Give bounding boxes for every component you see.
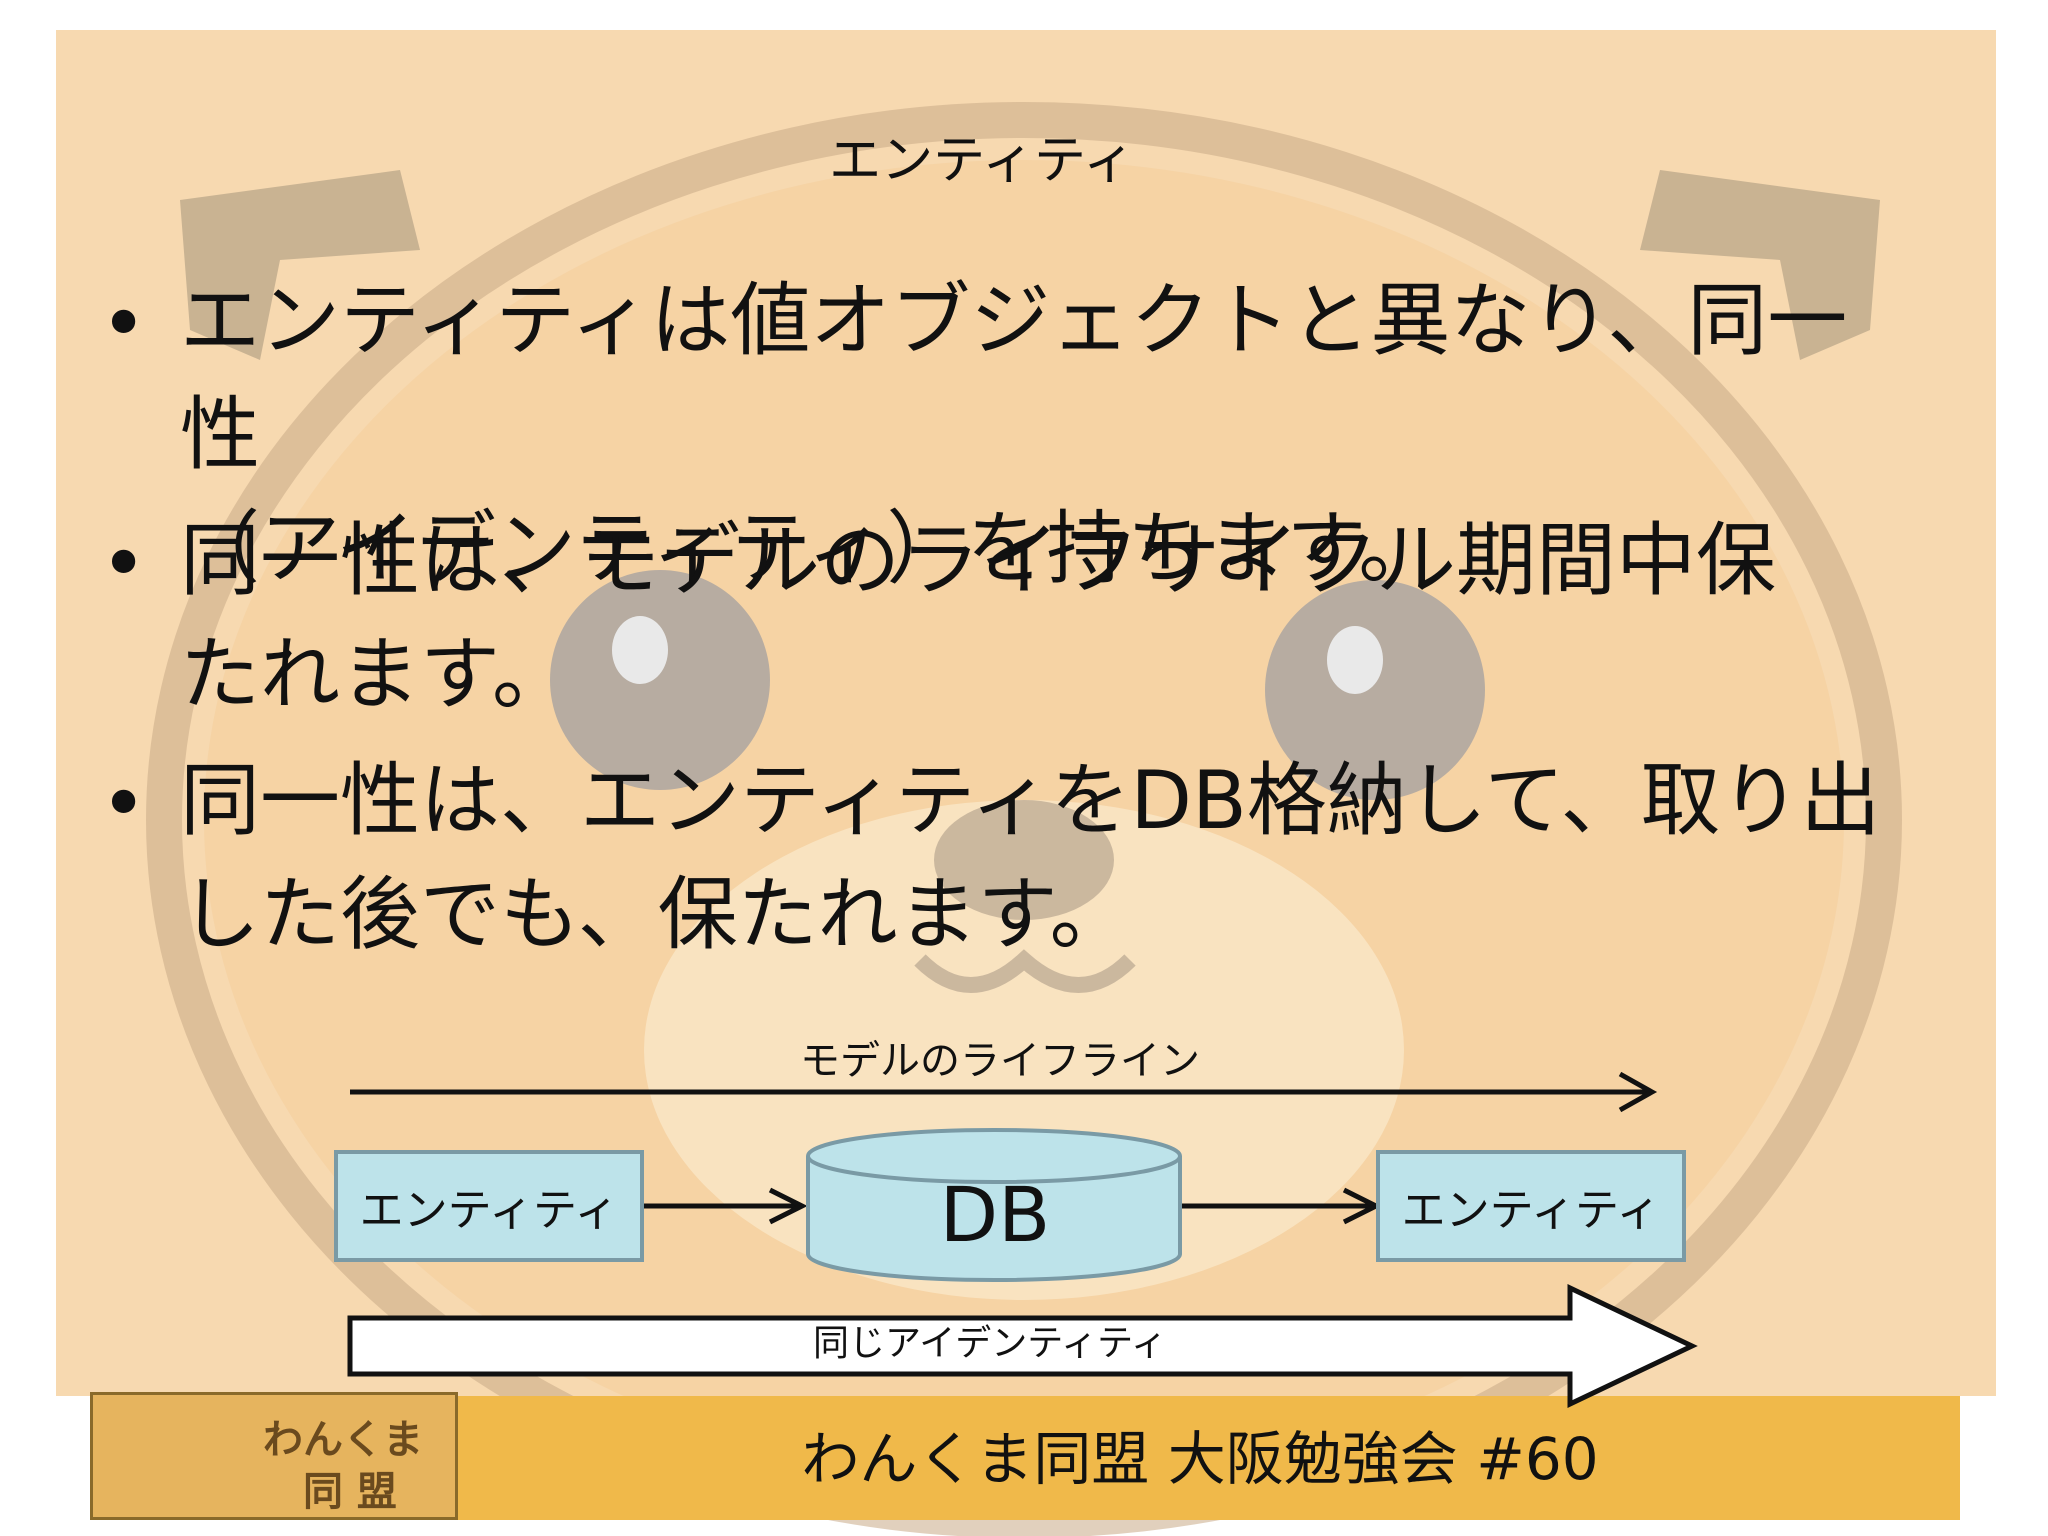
right-ear-shape <box>1640 170 1880 360</box>
logo-text-line2: 同 盟 <box>303 1469 397 1515</box>
identity-label: 同じアイデンティティ <box>813 1323 1167 1364</box>
db-cylinder <box>806 1128 1182 1282</box>
bullet-text-3: 同一性は、エンティティをDB格納して、取り出 した後でも、保たれます。 <box>180 754 1881 961</box>
footer-text: わんくま同盟 大阪勉強会 #60 <box>801 1425 1599 1493</box>
entity-box-left: エンティティ <box>334 1150 644 1262</box>
slide-title: エンティティ <box>829 131 1135 191</box>
left-eye-shape <box>550 570 770 790</box>
bullet-icon: • <box>100 277 148 370</box>
identity-arrow <box>347 1284 1698 1408</box>
nose-shape <box>934 800 1114 920</box>
logo: わんくま 同 盟 <box>90 1392 458 1520</box>
db-label: DB <box>939 1170 1051 1259</box>
bullet-icon: • <box>100 517 148 610</box>
entity-box-right: エンティティ <box>1376 1150 1686 1262</box>
lifeline-label: モデルのライフライン <box>800 1038 1200 1084</box>
entity-label-right: エンティティ <box>1401 1185 1661 1236</box>
logo-text-line1: わんくま <box>263 1417 423 1463</box>
bullet-icon: • <box>100 757 148 850</box>
left-ear-shape <box>180 170 420 360</box>
right-eye-shape <box>1265 580 1485 800</box>
entity-label-left: エンティティ <box>359 1185 619 1236</box>
bullet-text-2: 同一性は、モデルのライフサイクル期間中保 たれます。 <box>180 514 1776 721</box>
bullet-text-1: エンティティは値オブジェクトと異なり、同一性 （アイデンティティ）を持ちます。 <box>180 274 1848 595</box>
